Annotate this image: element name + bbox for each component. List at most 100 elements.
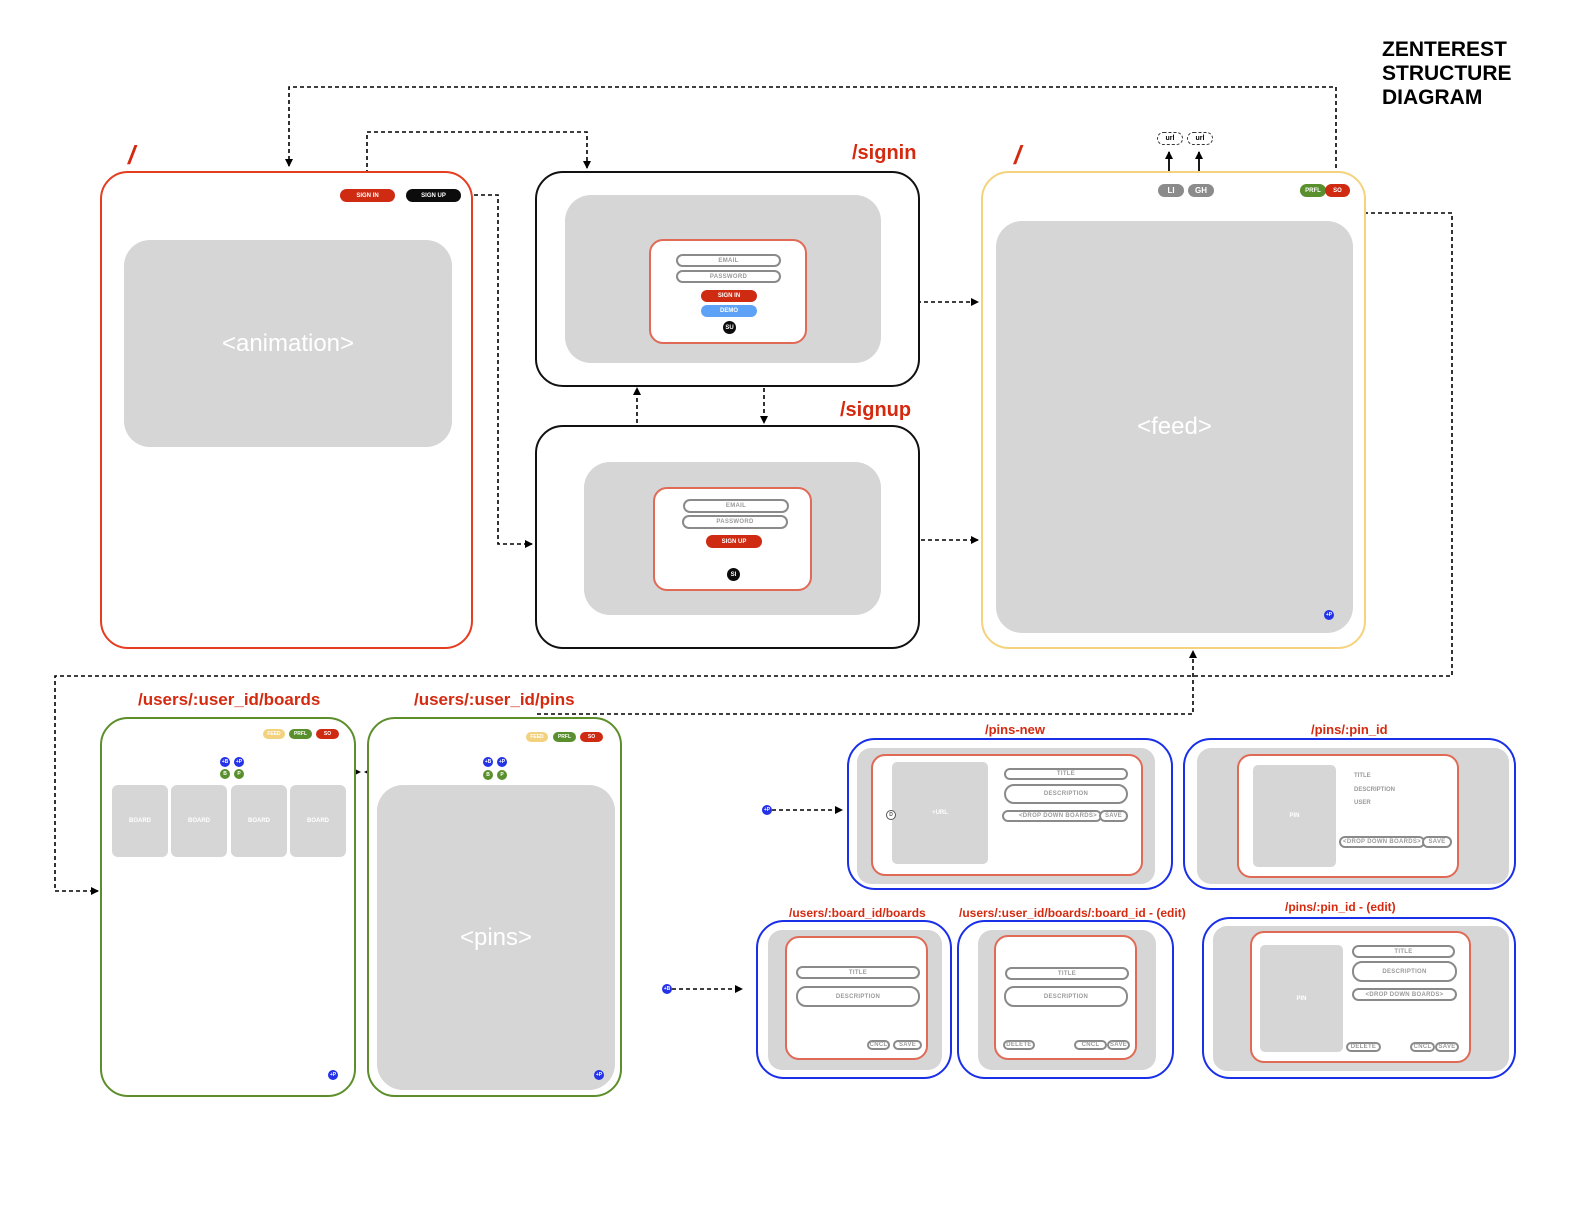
profile-button[interactable]: PRFL (289, 729, 312, 739)
user-boards-page-frame: FEED PRFL SO +B +P B P BOARD BOARD BOARD… (100, 717, 356, 1097)
save-button[interactable]: SAVE (893, 1040, 922, 1050)
user-pins-page-frame: FEED PRFL SO +B +P B P <pins> +P (367, 717, 622, 1097)
sign-out-button[interactable]: SO (580, 732, 603, 742)
pins-placeholder: <pins> (377, 785, 615, 1090)
sign-in-button[interactable]: SIGN IN (340, 189, 395, 202)
go-to-signup-button[interactable]: SU (723, 321, 736, 334)
linkedin-url-target: url (1157, 132, 1183, 145)
pin-title: TITLE (1354, 773, 1371, 779)
boards-dropdown[interactable]: <DROP DOWN BOARDS> (1352, 988, 1457, 1001)
profile-button[interactable]: PRFL (1300, 184, 1326, 197)
animation-placeholder: <animation> (124, 240, 452, 447)
board-new-modal-frame: TITLE DESCRIPTION CNCL SAVE (756, 920, 952, 1079)
board-card[interactable]: BOARD (231, 785, 287, 857)
pin-edit-form: PIN TITLE DESCRIPTION <DROP DOWN BOARDS>… (1250, 931, 1471, 1063)
route-label-user-boards: /users/:user_id/boards (138, 690, 321, 709)
add-board-trigger[interactable]: +B (662, 984, 672, 994)
board-edit-form: TITLE DESCRIPTION DELETE CNCL SAVE (994, 935, 1137, 1060)
signup-page-frame: EMAIL PASSWORD SIGN UP SI (535, 425, 920, 649)
add-board-button[interactable]: +B (220, 757, 230, 767)
github-url-target: url (1187, 132, 1213, 145)
sign-out-button[interactable]: SO (1325, 184, 1350, 197)
add-board-button[interactable]: +B (483, 757, 493, 767)
board-card[interactable]: BOARD (112, 785, 168, 857)
profile-button[interactable]: PRFL (553, 732, 576, 742)
delete-button[interactable]: DELETE (1003, 1040, 1035, 1050)
save-button[interactable]: SAVE (1422, 836, 1452, 848)
board-edit-modal-frame: TITLE DESCRIPTION DELETE CNCL SAVE (957, 920, 1174, 1079)
add-pin-button[interactable]: +P (1324, 610, 1334, 620)
pin-image: PIN (1253, 765, 1336, 867)
route-label-feed: / (1014, 140, 1022, 170)
feed-placeholder: <feed> (996, 221, 1353, 633)
board-card[interactable]: BOARD (290, 785, 346, 857)
pin-show-card: PIN TITLE DESCRIPTION USER <DROP DOWN BO… (1237, 754, 1459, 878)
password-field[interactable]: PASSWORD (676, 270, 781, 283)
boards-dropdown[interactable]: <DROP DOWN BOARDS> (1002, 810, 1102, 822)
pins-tab[interactable]: P (497, 770, 507, 780)
route-label-user-pins: /users/:user_id/pins (414, 690, 575, 709)
save-button[interactable]: SAVE (1107, 1040, 1130, 1050)
board-new-form: TITLE DESCRIPTION CNCL SAVE (785, 936, 928, 1060)
pins-new-form: +URL D TITLE DESCRIPTION <DROP DOWN BOAR… (871, 754, 1143, 876)
password-field[interactable]: PASSWORD (682, 515, 788, 529)
pin-show-modal-frame: PIN TITLE DESCRIPTION USER <DROP DOWN BO… (1183, 738, 1516, 890)
corner-add-pin-button[interactable]: +P (594, 1070, 604, 1080)
upload-marker[interactable]: D (886, 810, 896, 820)
route-label-pin-show: /pins/:pin_id (1311, 722, 1388, 737)
sign-up-button[interactable]: SIGN UP (406, 189, 461, 202)
save-button[interactable]: SAVE (1099, 810, 1128, 822)
boards-tab[interactable]: B (220, 769, 230, 779)
cancel-button[interactable]: CNCL (1410, 1042, 1435, 1052)
image-url-area[interactable]: +URL (892, 762, 988, 864)
add-pin-button[interactable]: +P (497, 757, 507, 767)
signin-form: EMAIL PASSWORD SIGN IN DEMO SU (649, 239, 807, 344)
feed-page-frame: LI GH PRFL SO <feed> +P (981, 171, 1366, 649)
route-label-signin: /signin (852, 142, 917, 164)
corner-add-pin-button[interactable]: +P (328, 1070, 338, 1080)
feed-button[interactable]: FEED (526, 732, 548, 742)
feed-button[interactable]: FEED (263, 729, 285, 739)
demo-button[interactable]: DEMO (701, 305, 757, 317)
pin-edit-modal-frame: PIN TITLE DESCRIPTION <DROP DOWN BOARDS>… (1202, 917, 1516, 1079)
save-button[interactable]: SAVE (1435, 1042, 1459, 1052)
email-field[interactable]: EMAIL (676, 254, 781, 267)
cancel-button[interactable]: CNCL (1074, 1040, 1107, 1050)
boards-dropdown[interactable]: <DROP DOWN BOARDS> (1339, 836, 1425, 848)
pin-description: DESCRIPTION (1354, 787, 1396, 793)
add-pin-button[interactable]: +P (234, 757, 244, 767)
signin-submit-button[interactable]: SIGN IN (701, 290, 757, 302)
board-card[interactable]: BOARD (171, 785, 227, 857)
route-label-signup: /signup (840, 399, 912, 421)
route-label-splash: / (128, 140, 136, 170)
title-field[interactable]: TITLE (1005, 967, 1129, 980)
email-field[interactable]: EMAIL (683, 499, 789, 513)
title-field[interactable]: TITLE (796, 966, 920, 979)
signup-submit-button[interactable]: SIGN UP (706, 535, 762, 548)
route-label-pin-edit: /pins/:pin_id - (edit) (1285, 900, 1396, 914)
description-field[interactable]: DESCRIPTION (1004, 986, 1128, 1007)
route-label-pins-new: /pins-new (985, 722, 1045, 737)
boards-tab[interactable]: B (483, 770, 493, 780)
signin-page-frame: EMAIL PASSWORD SIGN IN DEMO SU (535, 171, 920, 387)
route-label-board-new: /users/:board_id/boards (789, 906, 926, 920)
delete-button[interactable]: DELETE (1346, 1042, 1381, 1052)
title-field[interactable]: TITLE (1004, 768, 1128, 780)
linkedin-button[interactable]: LI (1158, 184, 1184, 197)
pin-image: PIN (1260, 945, 1343, 1052)
go-to-signin-button[interactable]: SI (727, 568, 740, 581)
pin-user[interactable]: USER (1354, 800, 1371, 806)
title-field[interactable]: TITLE (1352, 945, 1455, 958)
sign-out-button[interactable]: SO (316, 729, 339, 739)
description-field[interactable]: DESCRIPTION (796, 986, 920, 1007)
add-pin-trigger[interactable]: +P (762, 805, 772, 815)
cancel-button[interactable]: CNCL (867, 1040, 890, 1050)
description-field[interactable]: DESCRIPTION (1004, 784, 1128, 804)
description-field[interactable]: DESCRIPTION (1352, 961, 1457, 982)
pins-new-modal-frame: +URL D TITLE DESCRIPTION <DROP DOWN BOAR… (847, 738, 1173, 890)
signup-form: EMAIL PASSWORD SIGN UP SI (653, 487, 812, 591)
diagram-title: ZENTEREST STRUCTURE DIAGRAM (1382, 38, 1512, 109)
github-button[interactable]: GH (1188, 184, 1214, 197)
route-label-board-edit: /users/:user_id/boards/:board_id - (edit… (959, 906, 1186, 920)
pins-tab[interactable]: P (234, 769, 244, 779)
